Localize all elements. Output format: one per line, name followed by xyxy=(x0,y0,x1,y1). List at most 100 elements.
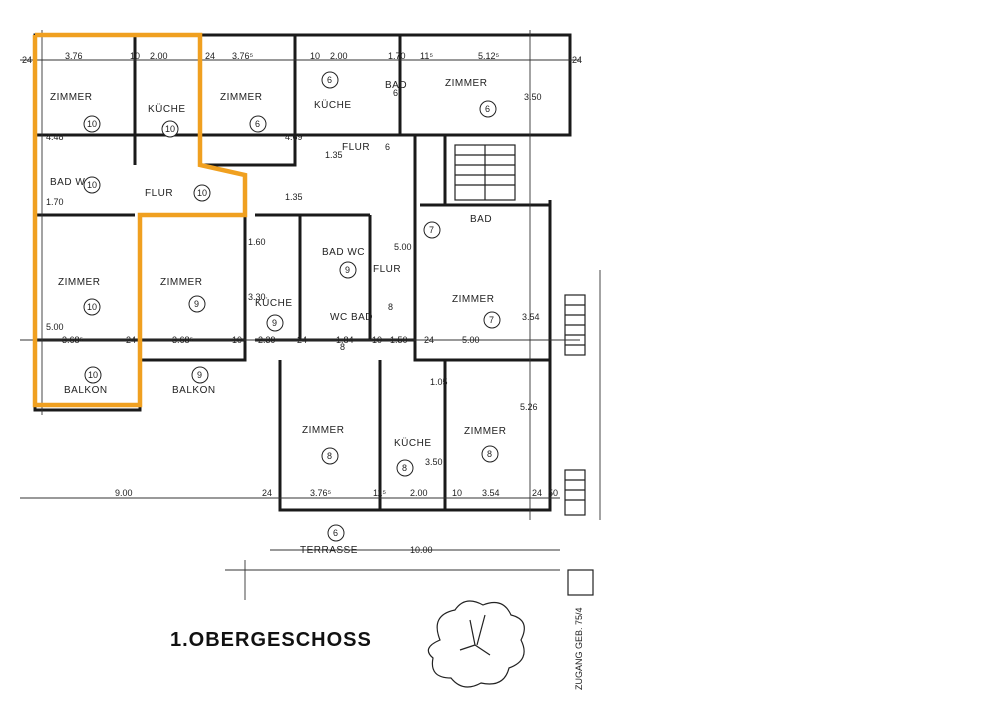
room-label: ZIMMER xyxy=(445,78,487,89)
svg-text:7: 7 xyxy=(429,225,434,235)
svg-text:24: 24 xyxy=(297,335,307,345)
svg-text:9.00: 9.00 xyxy=(115,488,133,498)
svg-text:3.76⁵: 3.76⁵ xyxy=(310,488,332,498)
entrance-note: ZUGANG GEB. 75/4 xyxy=(574,607,584,690)
svg-text:8: 8 xyxy=(327,451,332,461)
entrance-steps xyxy=(564,294,594,596)
svg-text:5.26: 5.26 xyxy=(520,402,538,412)
svg-text:1.70: 1.70 xyxy=(388,51,406,61)
room-label: BALKON xyxy=(64,385,108,396)
room-label: KÜCHE xyxy=(314,99,352,111)
room-label: TERRASSE xyxy=(300,545,358,556)
svg-text:2.39: 2.39 xyxy=(258,335,276,345)
svg-text:24: 24 xyxy=(572,55,582,65)
svg-text:1.60: 1.60 xyxy=(248,237,266,247)
svg-text:8: 8 xyxy=(487,449,492,459)
floor-title: 1.OBERGESCHOSS xyxy=(170,629,372,651)
svg-text:3.54: 3.54 xyxy=(482,488,500,498)
svg-text:1.70: 1.70 xyxy=(46,197,64,207)
room-label: BAD xyxy=(385,80,407,91)
svg-text:3.50: 3.50 xyxy=(524,92,542,102)
room-label: KÜCHE xyxy=(394,437,432,449)
svg-text:6: 6 xyxy=(485,104,490,114)
svg-text:5.00: 5.00 xyxy=(394,242,412,252)
svg-text:3.54: 3.54 xyxy=(522,312,540,322)
svg-text:10: 10 xyxy=(87,302,97,312)
svg-text:2.00: 2.00 xyxy=(150,51,168,61)
room-label: WC BAD xyxy=(330,312,373,323)
svg-text:5.00: 5.00 xyxy=(462,335,480,345)
svg-text:6: 6 xyxy=(393,88,398,98)
svg-text:6: 6 xyxy=(385,142,390,152)
dimension-lines xyxy=(20,30,601,600)
svg-text:10: 10 xyxy=(165,124,175,134)
svg-text:9: 9 xyxy=(345,265,350,275)
tree-icon xyxy=(427,600,525,688)
svg-text:1.35: 1.35 xyxy=(285,192,303,202)
svg-text:11⁵: 11⁵ xyxy=(373,488,386,498)
svg-text:10.00: 10.00 xyxy=(410,545,433,555)
svg-text:8: 8 xyxy=(402,463,407,473)
svg-text:2.00: 2.00 xyxy=(330,51,348,61)
room-label: FLUR xyxy=(342,142,370,153)
svg-text:10: 10 xyxy=(88,370,98,380)
svg-text:3.30: 3.30 xyxy=(248,292,266,302)
svg-text:7: 7 xyxy=(489,315,494,325)
svg-text:10: 10 xyxy=(87,180,97,190)
svg-text:9: 9 xyxy=(194,299,199,309)
svg-text:24: 24 xyxy=(532,488,542,498)
svg-text:10: 10 xyxy=(372,335,382,345)
svg-text:4.48: 4.48 xyxy=(46,132,64,142)
svg-text:1.84: 1.84 xyxy=(336,335,354,345)
room-label: FLUR xyxy=(145,188,173,199)
room-label: KÜCHE xyxy=(255,297,293,309)
svg-text:3.76: 3.76 xyxy=(65,51,83,61)
room-label: ZIMMER xyxy=(160,277,202,288)
svg-text:10: 10 xyxy=(452,488,462,498)
svg-text:4.69: 4.69 xyxy=(285,132,303,142)
svg-text:1.35: 1.35 xyxy=(325,150,343,160)
svg-text:6: 6 xyxy=(255,119,260,129)
highlighted-apartment-outline xyxy=(32,32,248,408)
svg-text:8: 8 xyxy=(340,342,345,352)
room-label: FLUR xyxy=(373,264,401,275)
svg-text:3.68⁵: 3.68⁵ xyxy=(172,335,194,345)
room-label: ZIMMER xyxy=(220,92,262,103)
svg-text:3.50: 3.50 xyxy=(425,457,443,467)
svg-text:24: 24 xyxy=(205,51,215,61)
room-label: ZIMMER xyxy=(50,92,92,103)
svg-text:10: 10 xyxy=(87,119,97,129)
staircase xyxy=(454,144,516,201)
room-labels: ZIMMER 10 KÜCHE 10 ZIMMER 6 KÜCHE 6 ZIMM… xyxy=(50,71,506,556)
svg-text:3.68⁵: 3.68⁵ xyxy=(62,335,84,345)
room-label: ZIMMER xyxy=(302,425,344,436)
svg-text:10: 10 xyxy=(130,51,140,61)
svg-text:1.50: 1.50 xyxy=(390,335,408,345)
svg-text:6: 6 xyxy=(333,528,338,538)
svg-text:10: 10 xyxy=(197,188,207,198)
room-label: ZIMMER xyxy=(464,426,506,437)
svg-text:9: 9 xyxy=(272,318,277,328)
svg-text:6: 6 xyxy=(327,75,332,85)
svg-text:8: 8 xyxy=(388,302,393,312)
svg-text:11⁵: 11⁵ xyxy=(420,51,433,61)
svg-text:3.76⁵: 3.76⁵ xyxy=(232,51,254,61)
room-label: ZIMMER xyxy=(452,294,494,305)
svg-text:5.12⁵: 5.12⁵ xyxy=(478,51,500,61)
room-label: BAD xyxy=(470,214,492,225)
room-label: BAD WC xyxy=(50,177,93,188)
svg-text:10: 10 xyxy=(310,51,320,61)
svg-text:24: 24 xyxy=(126,335,136,345)
svg-text:9: 9 xyxy=(197,370,202,380)
svg-text:10: 10 xyxy=(232,335,242,345)
svg-text:24: 24 xyxy=(22,55,32,65)
room-label: KÜCHE xyxy=(148,103,186,115)
room-label: BALKON xyxy=(172,385,216,396)
svg-text:2.00: 2.00 xyxy=(410,488,428,498)
svg-text:24: 24 xyxy=(424,335,434,345)
svg-text:1.05: 1.05 xyxy=(430,377,448,387)
room-label: BAD WC xyxy=(322,247,365,258)
svg-text:5.00: 5.00 xyxy=(46,322,64,332)
svg-text:50: 50 xyxy=(548,488,558,498)
